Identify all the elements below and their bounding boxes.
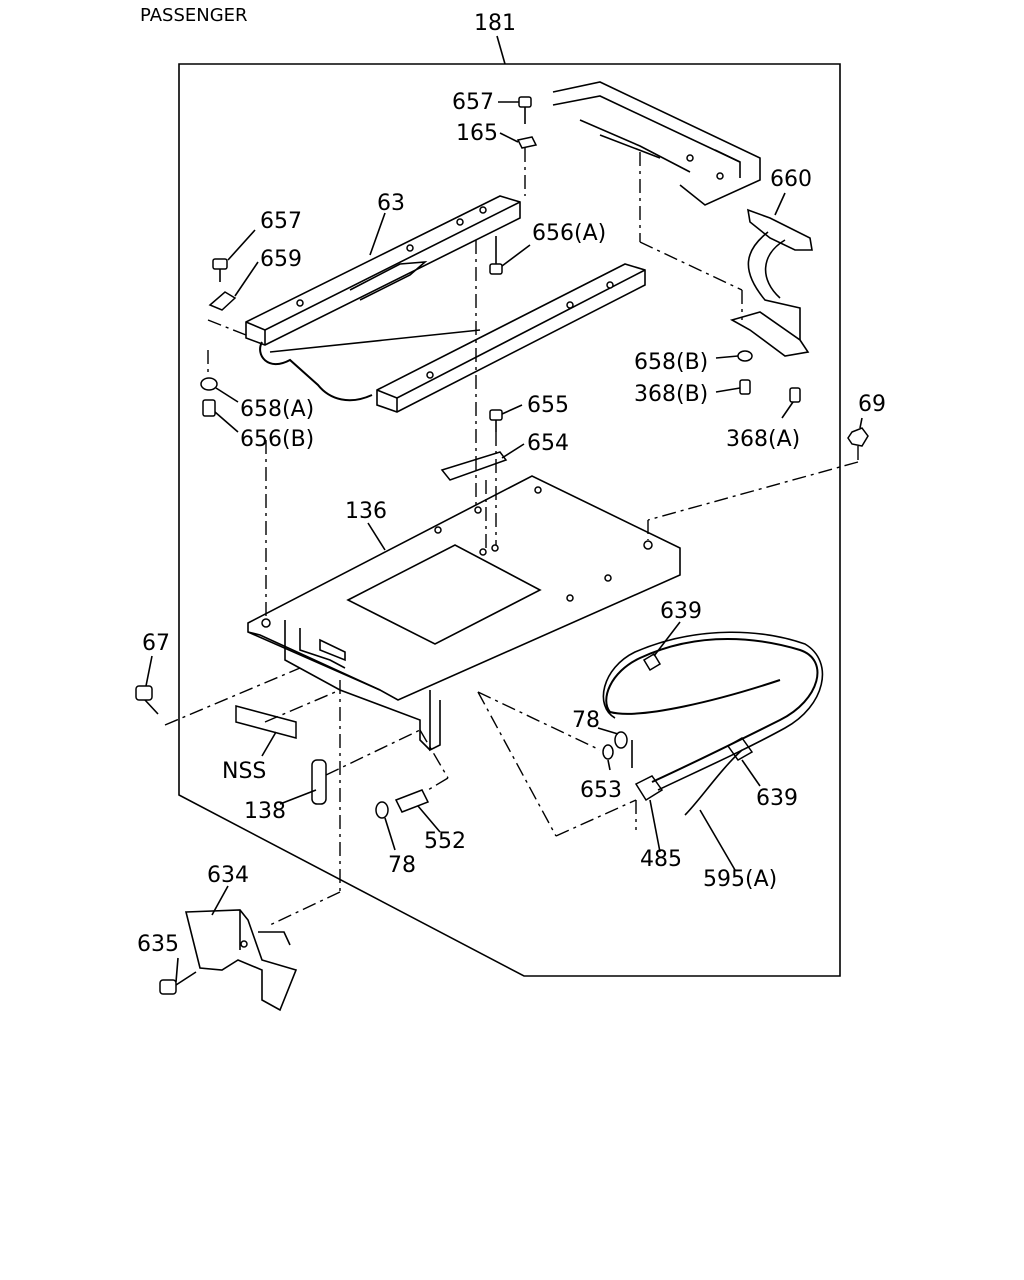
ring-78-bottom — [375, 801, 389, 819]
label-634: 634 — [207, 863, 249, 888]
washer-165 — [516, 136, 538, 149]
label-78-bottom: 78 — [388, 853, 416, 878]
label-181: 181 — [474, 11, 516, 36]
bolt-368a — [789, 387, 801, 403]
plate-659 — [208, 291, 237, 311]
bolt-655 — [489, 409, 503, 432]
label-655: 655 — [527, 393, 569, 418]
assembly-frame — [178, 63, 841, 977]
label-78-right: 78 — [572, 708, 600, 733]
label-136: 136 — [345, 499, 387, 524]
label-660: 660 — [770, 167, 812, 192]
label-67: 67 — [142, 631, 170, 656]
stud-552 — [394, 789, 430, 813]
label-653: 653 — [580, 778, 622, 803]
bracket-660 — [729, 208, 813, 357]
bolt-657-left — [212, 258, 228, 282]
clip-639-lower — [726, 737, 754, 761]
bolt-635 — [159, 971, 197, 995]
label-368a: 368(A) — [726, 427, 800, 452]
label-nss: NSS — [222, 759, 266, 784]
wire-harness-595a — [602, 631, 824, 816]
label-69: 69 — [858, 392, 886, 417]
label-658a: 658(A) — [240, 397, 314, 422]
ring-78-right — [614, 731, 628, 749]
leader-181 — [496, 35, 506, 65]
label-656b: 656(B) — [240, 427, 314, 452]
vehicle-floor-structure — [552, 81, 761, 206]
label-656a: 656(A) — [532, 221, 606, 246]
seat-rail-second — [376, 263, 646, 413]
label-595a: 595(A) — [703, 867, 777, 892]
base-plate-136 — [247, 475, 681, 752]
nut-658a — [200, 377, 218, 391]
bolt-656b — [202, 399, 216, 417]
pin-138 — [311, 759, 327, 805]
label-138: 138 — [244, 799, 286, 824]
bolt-67 — [135, 685, 159, 715]
bolt-368b — [739, 379, 751, 395]
label-654: 654 — [527, 431, 569, 456]
label-659: 659 — [260, 247, 302, 272]
leader-lines — [145, 101, 863, 983]
nut-69 — [847, 427, 869, 447]
bracket-634 — [184, 909, 298, 1012]
label-635: 635 — [137, 932, 179, 957]
label-639-lower: 639 — [756, 786, 798, 811]
label-657-left: 657 — [260, 209, 302, 234]
clip-639-upper — [642, 652, 662, 672]
label-657-top: 657 — [452, 90, 494, 115]
label-485: 485 — [640, 847, 682, 872]
label-63: 63 — [377, 191, 405, 216]
diagram-title: PASSENGER — [140, 5, 248, 26]
label-552: 552 — [424, 829, 466, 854]
bracket-654 — [440, 451, 508, 481]
label-639-upper: 639 — [660, 599, 702, 624]
bolt-656a — [489, 236, 503, 275]
label-368b: 368(B) — [634, 382, 708, 407]
label-658b: 658(B) — [634, 350, 708, 375]
nut-658b — [737, 350, 753, 362]
label-165: 165 — [456, 121, 498, 146]
rail-crossbar — [269, 329, 481, 353]
bolt-657-top — [518, 96, 532, 124]
seat-rail-63 — [245, 195, 521, 346]
rail-connecting-rod — [259, 341, 373, 402]
assembly-guide-lines — [164, 148, 859, 926]
ring-653 — [602, 744, 614, 760]
connector-485 — [634, 775, 664, 802]
